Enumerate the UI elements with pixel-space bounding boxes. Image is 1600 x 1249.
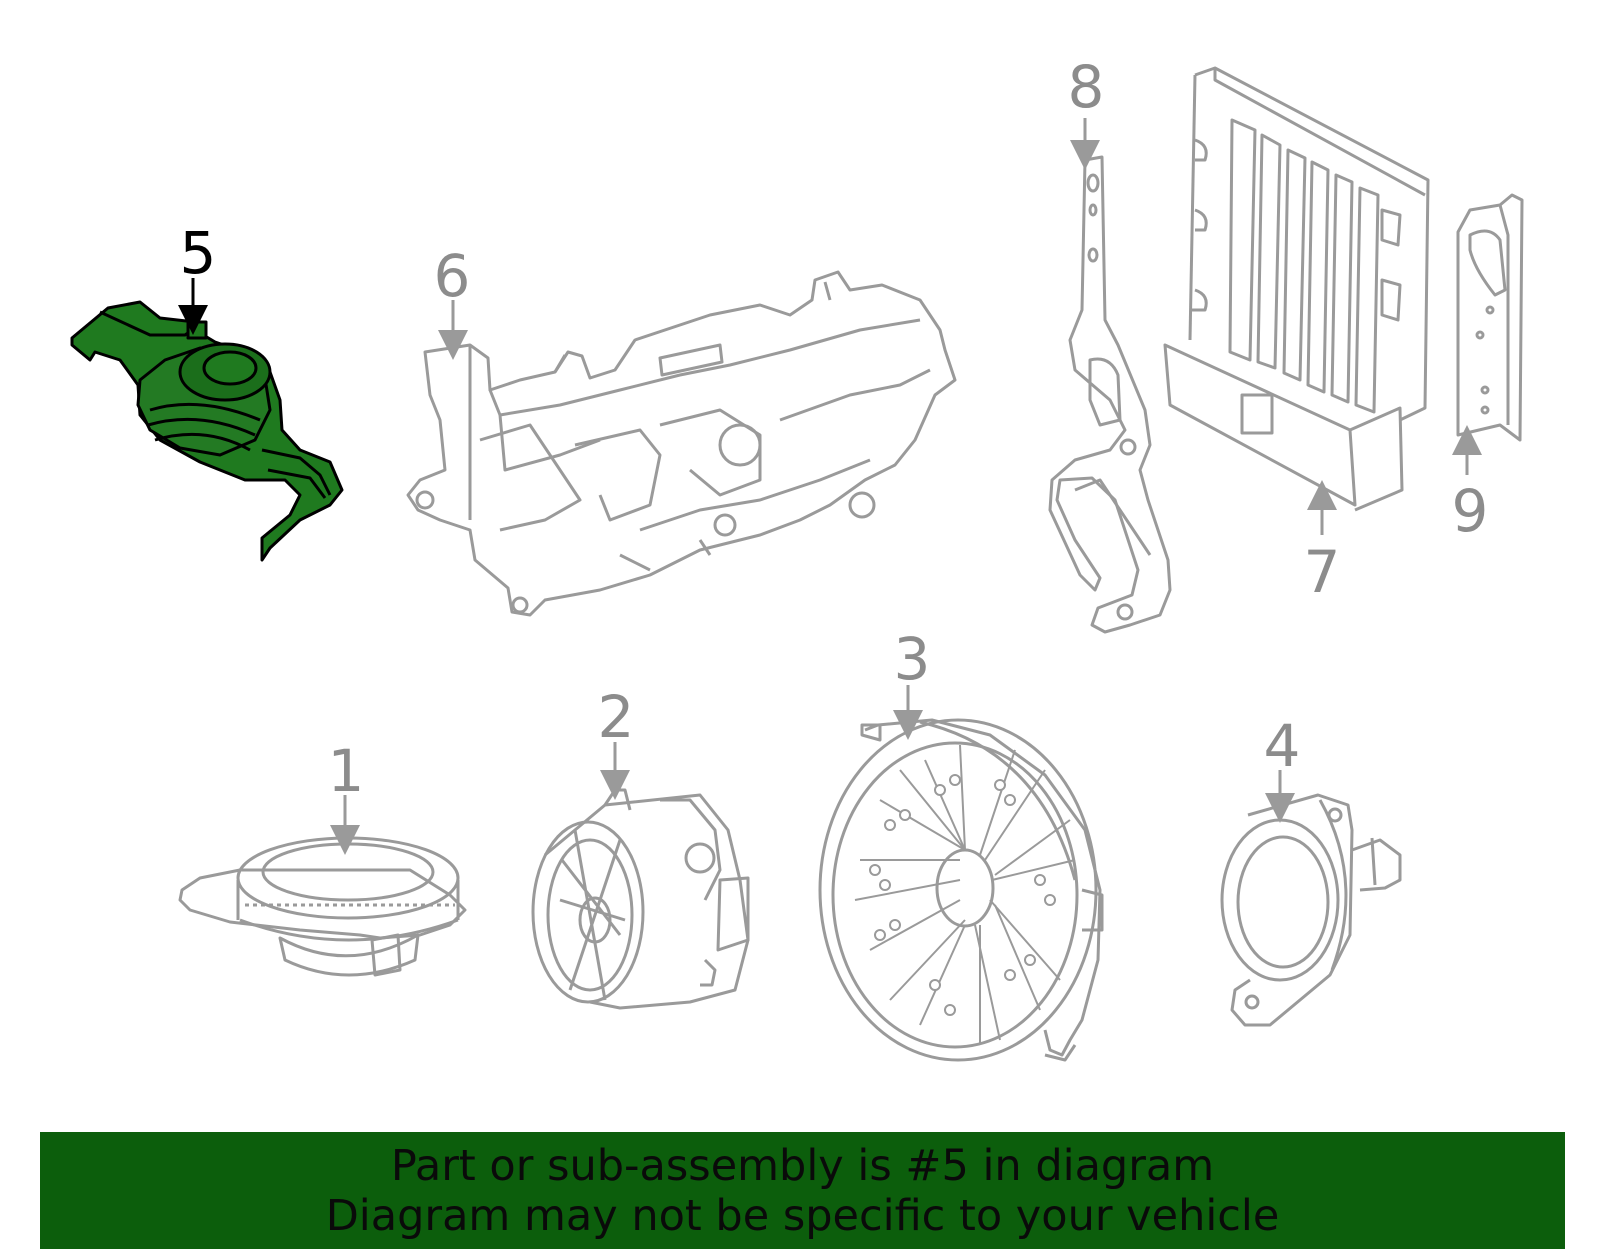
- banner-line-disclaimer: Diagram may not be specific to your vehi…: [325, 1190, 1280, 1241]
- callout-6[interactable]: 6: [433, 242, 471, 310]
- callout-3[interactable]: 3: [893, 625, 931, 693]
- part-7-module[interactable]: [1163, 66, 1430, 512]
- callout-4[interactable]: 4: [1263, 712, 1301, 780]
- callout-2[interactable]: 2: [597, 683, 635, 751]
- part-9-bracket[interactable]: [1456, 193, 1524, 442]
- part-6-housing[interactable]: [406, 270, 957, 617]
- part-4-tweeter[interactable]: [1220, 793, 1402, 1027]
- callout-7[interactable]: 7: [1303, 538, 1341, 606]
- part-3-woofer[interactable]: [818, 718, 1104, 1062]
- leader-arrows: [178, 118, 1482, 855]
- info-banner: Part or sub-assembly is #5 in diagram Di…: [40, 1132, 1565, 1249]
- callout-1[interactable]: 1: [327, 737, 365, 805]
- callout-8[interactable]: 8: [1067, 53, 1105, 121]
- part-2-speaker[interactable]: [531, 788, 750, 1010]
- callout-5[interactable]: 5: [179, 219, 217, 287]
- banner-line-part: Part or sub-assembly is #5 in diagram: [390, 1140, 1215, 1191]
- part-8-bracket[interactable]: [1048, 155, 1172, 634]
- part-1-speaker[interactable]: [178, 836, 467, 977]
- part-5-highlighted[interactable]: [70, 300, 344, 562]
- callout-9[interactable]: 9: [1451, 477, 1489, 545]
